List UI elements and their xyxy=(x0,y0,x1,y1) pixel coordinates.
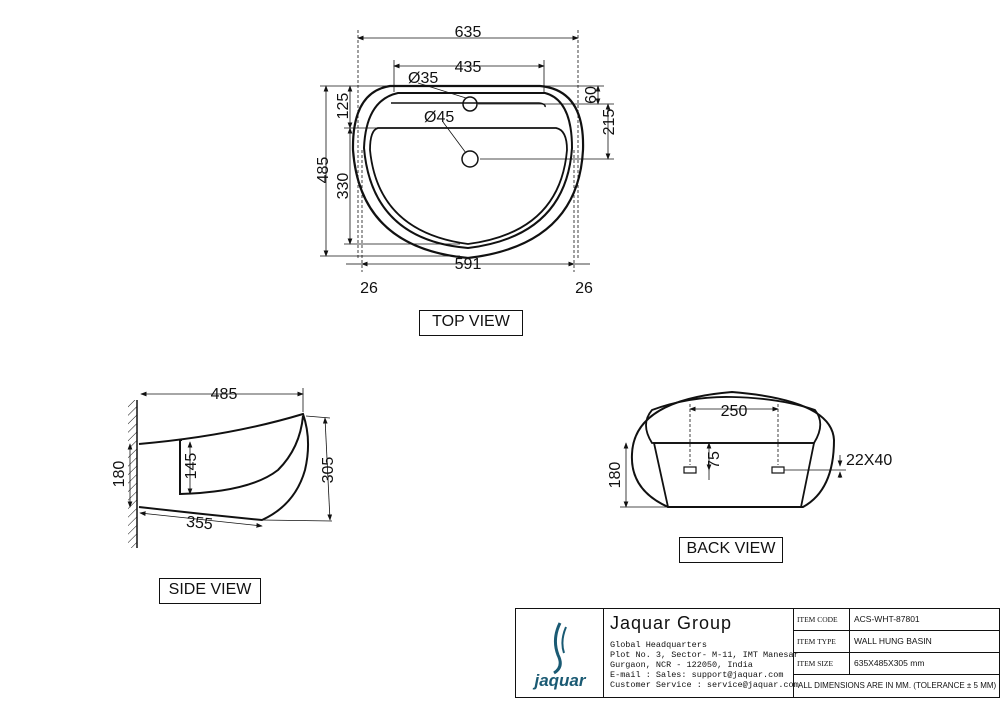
side-outer-profile xyxy=(138,412,309,522)
dim-inner-width: 435 xyxy=(455,59,482,76)
dim-tap-offset: 60 xyxy=(583,86,600,104)
fixing-slot-left xyxy=(683,466,697,474)
top-view-dimension-lines xyxy=(320,30,614,272)
dim-bowl-depth: 330 xyxy=(335,173,352,200)
dim-fixing-centres: 250 xyxy=(721,403,748,420)
dim-waste-hole: Ø45 xyxy=(424,109,454,126)
company-info: Jaquar Group Global Headquarters Plot No… xyxy=(604,609,799,697)
item-size-value: 635X485X305 mm xyxy=(854,658,925,668)
item-details: ITEM CODE ACS-WHT-87801 ITEM TYPE WALL H… xyxy=(794,609,1000,697)
back-view-label: BACK VIEW xyxy=(679,537,783,563)
item-code-value: ACS-WHT-87801 xyxy=(854,614,920,624)
basin-inner-rim xyxy=(362,92,574,250)
wall-hatch xyxy=(128,400,137,548)
item-size-row: ITEM SIZE 635X485X305 mm xyxy=(794,653,1000,675)
company-logo: jaquar xyxy=(516,609,604,697)
jaquar-logo-icon: jaquar xyxy=(532,622,587,690)
fixing-slot-right xyxy=(771,466,785,474)
top-view-label: TOP VIEW xyxy=(419,310,523,336)
back-outer-outline xyxy=(630,390,836,508)
dim-side-back-height: 180 xyxy=(111,461,128,488)
back-rim-outline xyxy=(645,396,822,444)
side-view-label: SIDE VIEW xyxy=(159,578,261,604)
back-view-dimension-texts: 250 75 180 22X40 xyxy=(607,403,892,488)
address-line: Global Headquarters xyxy=(610,640,707,650)
address-line: Plot No. 3, Sector- M-11, IMT Manesar xyxy=(610,650,799,660)
dim-overall-width: 635 xyxy=(455,24,482,41)
dim-waste-offset: 215 xyxy=(601,109,618,136)
dim-rim-left: 26 xyxy=(360,280,378,297)
side-view xyxy=(127,388,333,548)
dim-back-height: 180 xyxy=(607,462,624,489)
side-view-dimension-texts: 485 180 145 305 355 xyxy=(111,386,337,533)
item-code-row: ITEM CODE ACS-WHT-87801 xyxy=(794,609,1000,631)
top-view-dimension-texts: 635 435 Ø35 Ø45 485 125 330 60 215 591 2… xyxy=(315,24,618,297)
dim-projection: 485 xyxy=(211,386,238,403)
dim-fixing-height: 75 xyxy=(706,451,723,469)
item-size-key: ITEM SIZE xyxy=(794,653,850,674)
dim-rim-right: 26 xyxy=(575,280,593,297)
address-line: Gurgaon, NCR - 122050, India xyxy=(610,660,753,670)
bowl-outline xyxy=(369,127,568,245)
dim-front-height: 305 xyxy=(320,457,337,484)
basin-outer-outline xyxy=(351,84,585,260)
item-code-key: ITEM CODE xyxy=(794,609,850,630)
dim-overall-depth: 485 xyxy=(315,157,332,184)
top-view xyxy=(320,30,614,272)
waste-hole xyxy=(461,150,479,168)
side-bowl-profile xyxy=(179,415,304,496)
back-body-outline xyxy=(652,442,816,508)
tap-hole xyxy=(462,96,478,112)
service-line: Customer Service : service@jaquar.com xyxy=(610,680,799,690)
dim-underside: 355 xyxy=(185,514,213,534)
dim-tap-hole: Ø35 xyxy=(408,70,438,87)
logo-wordmark: jaquar xyxy=(532,671,586,690)
title-block: jaquar Jaquar Group Global Headquarters … xyxy=(515,608,1000,698)
item-type-key: ITEM TYPE xyxy=(794,631,850,652)
dimension-note: ALL DIMENSIONS ARE IN MM. (TOLERANCE ± 5… xyxy=(798,681,997,690)
item-type-row: ITEM TYPE WALL HUNG BASIN xyxy=(794,631,1000,653)
dim-bowl-width: 591 xyxy=(455,256,482,273)
email-line: E-mail : Sales: support@jaquar.com xyxy=(610,670,784,680)
back-view xyxy=(620,390,846,508)
dim-back-ledge: 125 xyxy=(335,93,352,120)
dim-slot-size: 22X40 xyxy=(846,452,892,469)
company-name: Jaquar Group xyxy=(610,613,733,633)
item-type-value: WALL HUNG BASIN xyxy=(854,636,932,646)
dim-bowl-height: 145 xyxy=(183,453,200,480)
